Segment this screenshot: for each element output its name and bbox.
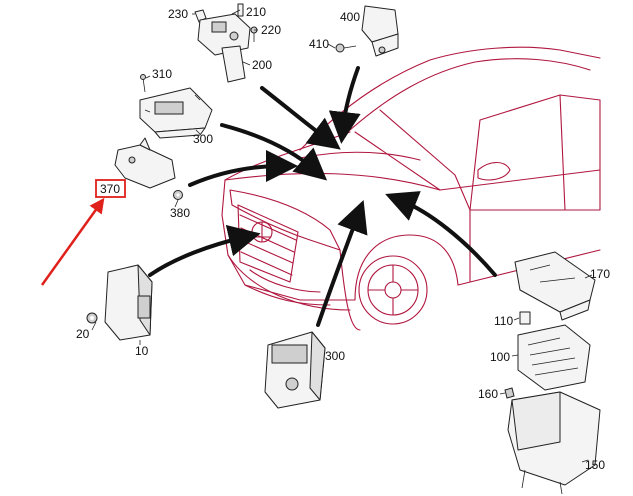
part-100-fuse-box-icon <box>517 324 591 391</box>
part-410-bolt-icon <box>335 43 357 53</box>
label-20: 20 <box>76 327 90 341</box>
part-400-module-icon <box>361 5 399 57</box>
part-200-sensor-icon <box>197 13 251 83</box>
label-10: 10 <box>135 344 149 358</box>
label-230: 230 <box>168 7 188 21</box>
leader-lines <box>91 9 593 463</box>
label-200: 200 <box>252 58 272 72</box>
label-380: 380 <box>170 206 190 220</box>
part-210-pin-icon <box>237 3 244 17</box>
part-170-cover-icon <box>514 251 596 321</box>
label-170: 170 <box>590 267 610 281</box>
label-160: 160 <box>478 387 498 401</box>
label-310: 310 <box>152 67 172 81</box>
label-400: 400 <box>340 10 360 24</box>
highlight-arrow <box>40 197 105 286</box>
part-310-screw-icon <box>140 74 146 93</box>
label-410: 410 <box>309 37 329 51</box>
part-150-housing-icon <box>507 391 601 495</box>
part-300-control-unit-icon <box>139 87 213 139</box>
part-380-nut-icon <box>173 190 183 200</box>
part-labels: 230 210 220 400 410 200 310 300 370 380 … <box>76 5 610 472</box>
label-150: 150 <box>585 458 605 472</box>
label-300-bottom: 300 <box>325 349 345 363</box>
highlight-box-370 <box>95 179 126 198</box>
callout-arrows <box>148 66 497 327</box>
label-110: 110 <box>494 314 513 328</box>
label-220: 220 <box>261 23 281 37</box>
label-300-top: 300 <box>193 132 213 146</box>
part-110-relay-icon <box>519 311 531 325</box>
label-100: 100 <box>490 350 510 364</box>
part-20-nut-icon <box>86 312 98 324</box>
part-160-clip-icon <box>504 387 515 399</box>
part-10-control-unit-icon <box>104 264 153 341</box>
label-210: 210 <box>246 5 266 19</box>
part-370-bracket-icon <box>114 137 176 189</box>
label-370: 370 <box>100 182 120 196</box>
part-220-screw-icon <box>250 26 258 42</box>
part-300-ecu-icon <box>264 331 326 409</box>
